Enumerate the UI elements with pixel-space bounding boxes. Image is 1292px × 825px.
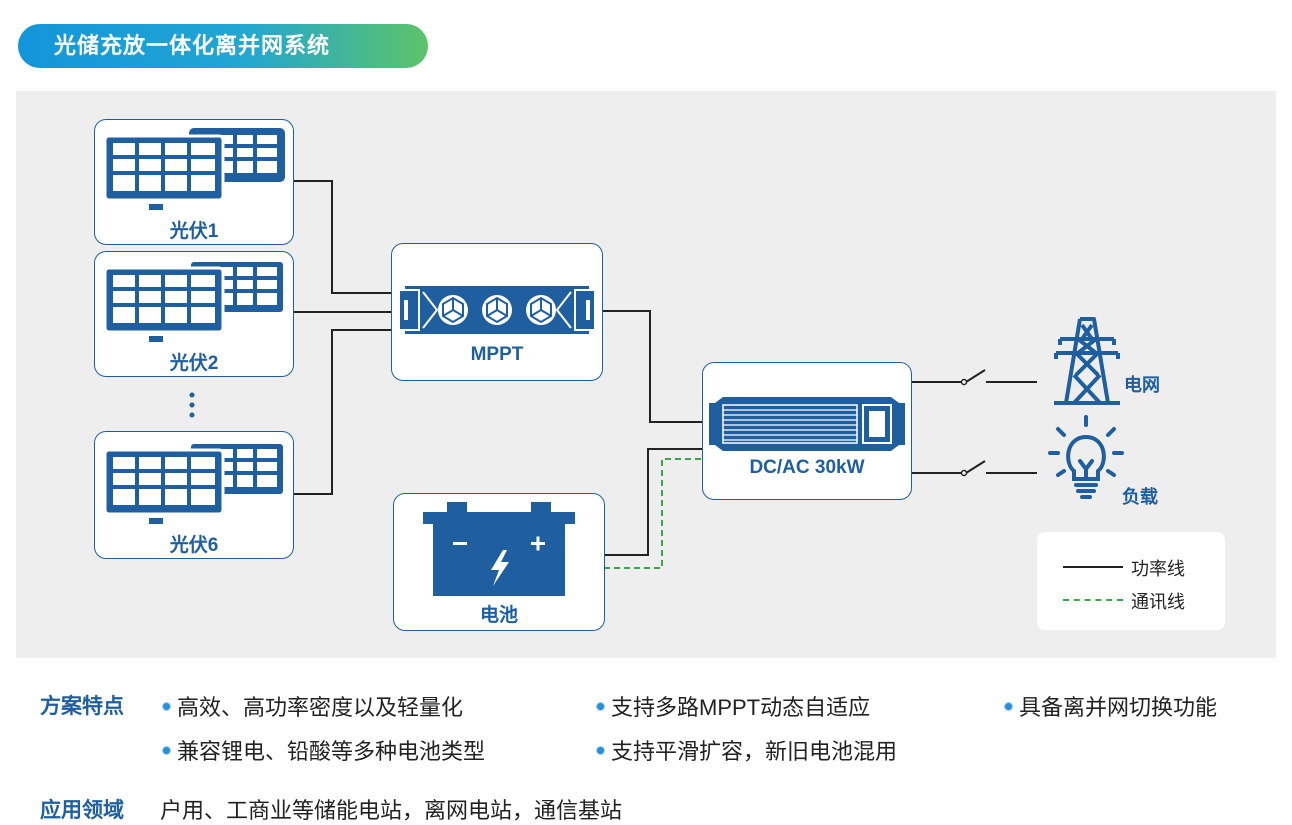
power-tower-icon xyxy=(1054,317,1120,405)
grid-switch xyxy=(965,369,986,383)
features-title: 方案特点 xyxy=(40,695,124,718)
page-title: 光储充放一体化离并网系统 xyxy=(18,24,428,68)
solar-panel-icon xyxy=(103,444,283,524)
mppt-controller: MPPT xyxy=(391,243,603,381)
legend-comm-label: 通讯线 xyxy=(1131,592,1185,612)
inverter-device-icon xyxy=(709,397,905,451)
pv-panel-6: 光伏6 xyxy=(94,431,294,559)
bullet-icon xyxy=(1004,701,1013,711)
application-title: 应用领域 xyxy=(40,799,124,822)
inverter-label: DC/AC 30kW xyxy=(749,457,865,478)
dcac-inverter: DC/AC 30kW xyxy=(702,362,912,500)
system-diagram: 光伏1 光伏2 xyxy=(16,91,1276,658)
load-switch xyxy=(965,460,986,474)
battery-icon xyxy=(423,502,575,596)
legend: 功率线 通讯线 xyxy=(1037,532,1225,630)
load-label: 负载 xyxy=(1122,487,1158,507)
application-text: 户用、工商业等储能电站，离网电站，通信基站 xyxy=(160,798,623,823)
pv6-power-line xyxy=(293,329,391,495)
pv2-label: 光伏2 xyxy=(169,353,219,374)
mppt-label: MPPT xyxy=(470,344,524,365)
legend-power: 功率线 xyxy=(1063,555,1223,579)
battery-power-line xyxy=(604,448,702,556)
bullet-icon xyxy=(596,745,605,755)
pv-panel-2: 光伏2 xyxy=(94,251,294,377)
wiring xyxy=(293,180,1037,569)
pv-panel-1: 光伏1 xyxy=(94,119,294,245)
solar-panel-icon xyxy=(103,262,283,342)
mppt-device-icon xyxy=(398,286,596,334)
solar-panel-icon xyxy=(103,128,285,210)
mppt-inverter-line xyxy=(602,310,702,423)
pv1-power-line xyxy=(293,180,391,294)
feature-item: 支持平滑扩容，新旧电池混用 xyxy=(596,734,897,766)
legend-comm: 通讯线 xyxy=(1063,588,1223,612)
feature-item: 兼容锂电、铅酸等多种电池类型 xyxy=(162,734,485,766)
feature-item: 支持多路MPPT动态自适应 xyxy=(596,690,870,722)
ellipsis-icon xyxy=(189,392,195,418)
legend-comm-swatch xyxy=(1063,599,1123,601)
pv1-label: 光伏1 xyxy=(169,221,219,242)
legend-power-label: 功率线 xyxy=(1131,559,1185,579)
light-bulb-icon xyxy=(1048,415,1124,499)
battery-label: 电池 xyxy=(479,605,518,626)
bullet-icon xyxy=(162,745,171,755)
bullet-icon xyxy=(162,701,171,711)
grid-label: 电网 xyxy=(1124,375,1160,395)
feature-item: 高效、高功率密度以及轻量化 xyxy=(162,690,463,722)
bullet-icon xyxy=(596,701,605,711)
comm-line xyxy=(604,458,702,569)
feature-item: 具备离并网切换功能 xyxy=(1004,690,1217,722)
pv6-label: 光伏6 xyxy=(169,535,219,556)
legend-power-swatch xyxy=(1063,566,1123,568)
battery: 电池 xyxy=(393,493,605,631)
